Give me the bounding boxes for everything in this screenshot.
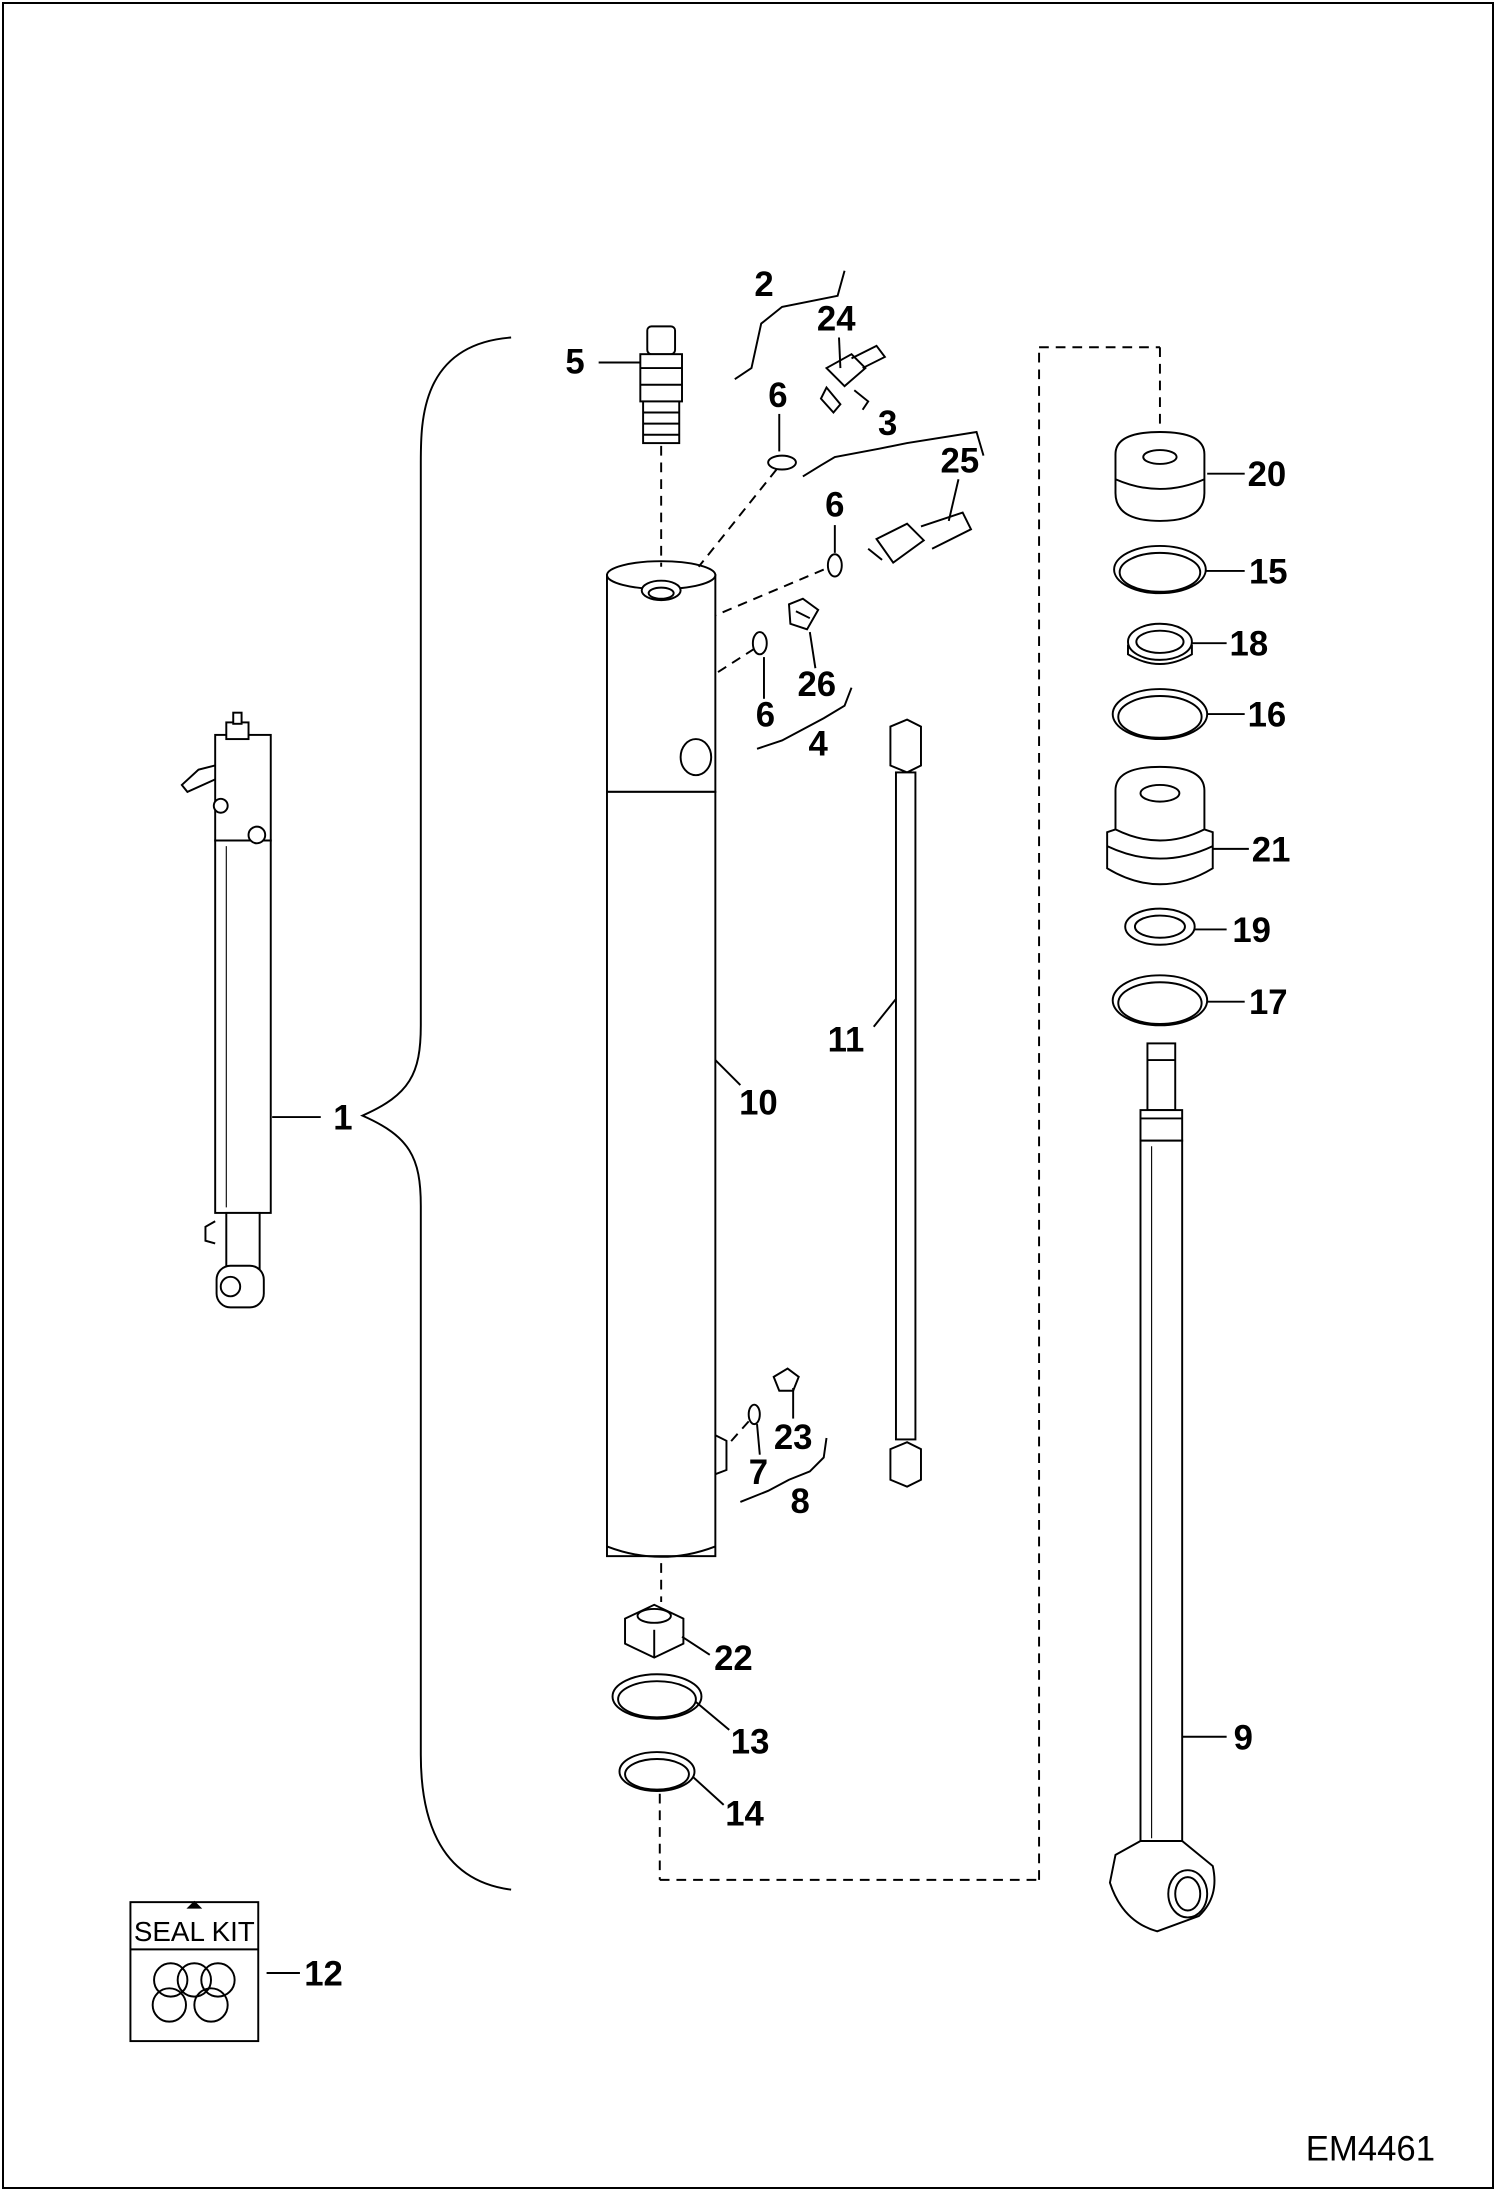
callout-6-b: 6: [825, 487, 844, 525]
seal-18: [1127, 622, 1193, 665]
assembly-bracket: [360, 336, 512, 1891]
callout-5: 5: [565, 344, 584, 382]
ring-14: [618, 1751, 696, 1792]
callout-21: 21: [1252, 831, 1291, 869]
seal-19: [1124, 907, 1196, 946]
callout-16: 16: [1248, 697, 1287, 735]
callout-7: 7: [749, 1454, 768, 1492]
relief-valve: [639, 325, 683, 445]
callout-6-c: 6: [756, 697, 775, 735]
drawing-code: EM4461: [1306, 2131, 1435, 2169]
callout-3: 3: [878, 405, 897, 443]
callout-labels: 1 2 3 4 5 6 6 6 7 8 9 10 11 12 13 14 15 …: [134, 266, 1435, 2169]
nut-22: [624, 1603, 685, 1659]
callout-26: 26: [797, 666, 836, 704]
fitting-24: [819, 344, 887, 415]
o-ring-6-c: [751, 631, 768, 656]
callout-19: 19: [1232, 912, 1271, 950]
ring-15: [1113, 544, 1207, 595]
callout-13: 13: [731, 1723, 770, 1761]
callout-17: 17: [1249, 984, 1288, 1022]
exploded-view-drawing: 1 2 3 4 5 6 6 6 7 8 9 10 11 12 13 14 15 …: [129, 266, 1435, 2169]
callout-15: 15: [1249, 553, 1288, 591]
o-ring-6-a: [767, 454, 797, 471]
callout-4: 4: [809, 726, 829, 764]
callout-12: 12: [304, 1956, 343, 1994]
callout-14: 14: [725, 1796, 764, 1834]
tube-11: [889, 718, 922, 1488]
callout-22: 22: [714, 1640, 753, 1678]
callout-23: 23: [774, 1419, 813, 1457]
seal-kit-label: SEAL KIT: [134, 1916, 255, 1947]
ring-16: [1111, 688, 1209, 741]
callout-1: 1: [333, 1100, 352, 1138]
group-braces: [734, 270, 985, 1503]
callout-25: 25: [941, 442, 980, 480]
callout-10: 10: [739, 1084, 778, 1122]
ring-13: [611, 1673, 703, 1720]
head-20: [1114, 431, 1206, 522]
callout-11: 11: [828, 1022, 865, 1060]
callout-20: 20: [1248, 456, 1287, 494]
piston-rod-9: [1108, 1042, 1216, 1933]
piston-21: [1106, 765, 1214, 886]
callout-6-a: 6: [768, 377, 787, 415]
callout-9: 9: [1234, 1719, 1253, 1757]
plug-23: [772, 1367, 800, 1392]
callout-2: 2: [754, 266, 773, 304]
callout-18: 18: [1230, 626, 1269, 664]
callout-8: 8: [790, 1483, 809, 1521]
ring-17: [1111, 974, 1209, 1027]
leader-lines: [266, 337, 1249, 1974]
seal-kit-box: [129, 1900, 260, 2043]
fitting-25: [867, 511, 973, 564]
o-ring-7: [747, 1403, 761, 1426]
cylinder-assembly: [180, 711, 272, 1309]
assembly-lines: [658, 346, 1161, 1881]
plug-26: [787, 597, 820, 631]
o-ring-6-b: [826, 553, 843, 578]
cylinder-barrel: [606, 560, 728, 1558]
callout-24: 24: [817, 301, 856, 339]
